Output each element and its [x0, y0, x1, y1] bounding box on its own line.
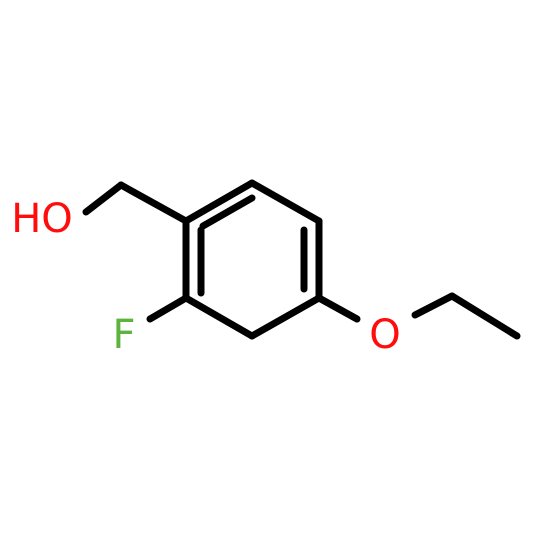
hydroxyl-label: HO [11, 196, 73, 242]
bond-methylene-ring [117, 181, 190, 225]
bond-ring-c4-c5 [248, 294, 323, 340]
bond-ring-c2-c3 [248, 179, 323, 225]
bond-ethyl-methyl [448, 292, 521, 340]
bonds [82, 179, 521, 340]
bond-ring-fluorine [146, 294, 190, 323]
fluorine-label: F [112, 312, 135, 358]
ether-oxygen-label: O [369, 312, 400, 358]
bond-ring-inner-double-top [199, 194, 256, 230]
bond-ring-ether-oxygen [315, 294, 361, 323]
bond-ring-c5-c6 [182, 294, 256, 340]
bond-hydroxyl-methylene [82, 181, 125, 216]
bond-oxygen-ethyl [411, 292, 456, 319]
bond-ring-c1-c2 [182, 179, 256, 225]
atom-labels: HO F O [11, 196, 401, 358]
